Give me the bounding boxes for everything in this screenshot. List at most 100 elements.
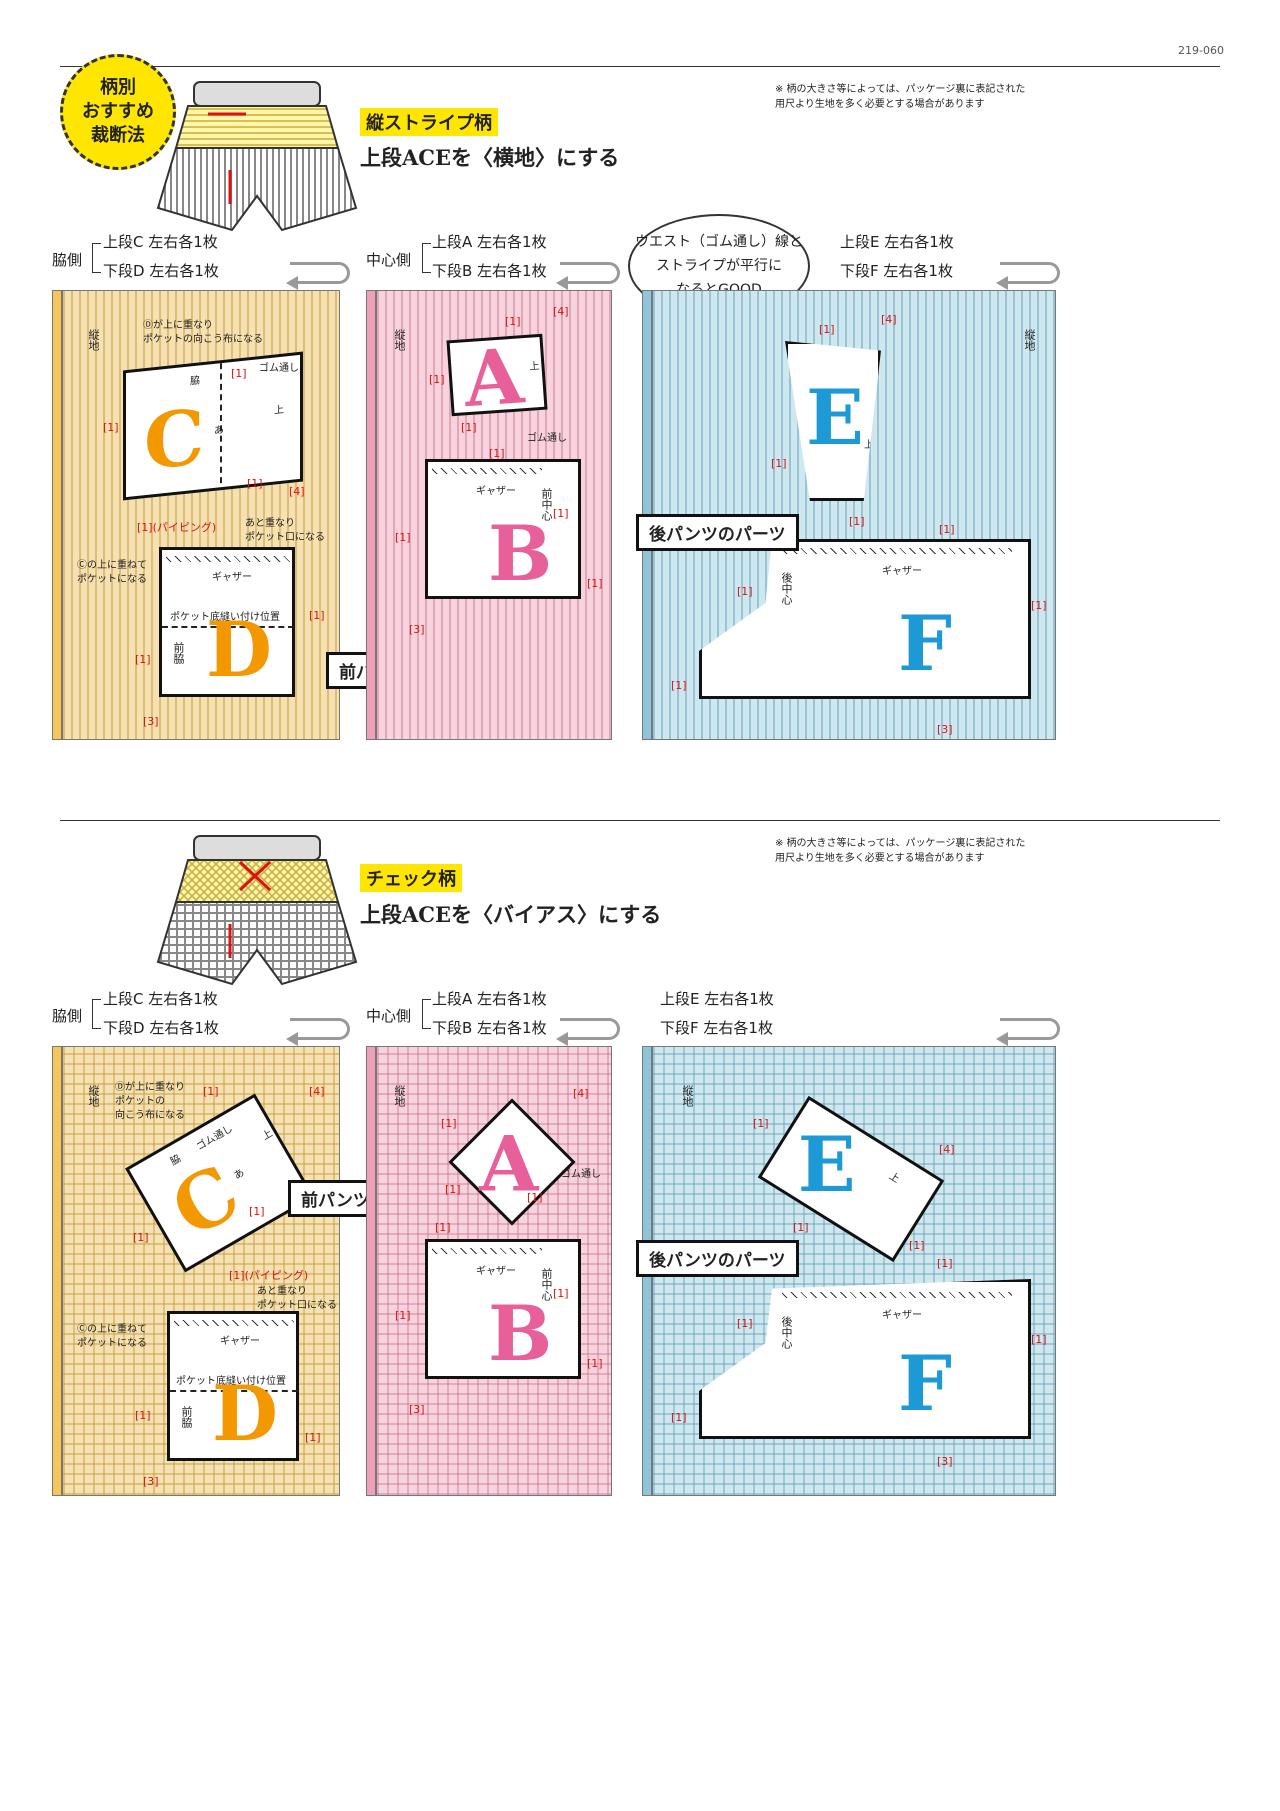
seam-allowance-1: [1] <box>1031 599 1047 612</box>
annotation-d-overlap: Ⓓが上に重なり ポケットの 向こう布になる <box>115 1082 185 1121</box>
top-label: 上 <box>260 1128 275 1143</box>
grain-label: 縦地 <box>393 1085 406 1107</box>
gather-mark <box>432 1248 542 1254</box>
section-divider <box>60 820 1220 821</box>
fabric-panel-blue-stripe: 縦地 [1] [4] E 上 [1] [1] [1] ギャザー 後中心 F [1… <box>652 290 1056 740</box>
headline-stripe: 上段ACEを〈横地〉にする <box>360 145 620 170</box>
headline-check: 上段ACEを〈バイアス〉にする <box>360 902 662 927</box>
dashed-line <box>220 363 222 484</box>
piping-allowance: [1](パイピング) <box>137 521 217 534</box>
seam-allowance-3: [3] <box>409 1403 425 1416</box>
seam-allowance-3: [3] <box>409 623 425 636</box>
seam-allowance-1: [1] <box>429 373 445 386</box>
piece-letter-f: F <box>898 1339 952 1428</box>
gather-label: ギャザー <box>220 1336 260 1347</box>
pattern-tag-check: チェック柄 <box>360 864 462 892</box>
top-label: 上 <box>886 1170 902 1186</box>
piece-counts-e-f: 上段E 左右各1枚 下段F 左右各1枚 <box>660 990 774 1037</box>
fold-return-icon <box>996 262 1060 290</box>
seam-allowance-4: [4] <box>309 1085 325 1098</box>
seam-allowance-1: [1] <box>395 1309 411 1322</box>
side-label: 脇側 <box>52 251 83 269</box>
pattern-tag-stripe: 縦ストライプ柄 <box>360 108 498 136</box>
seam-allowance-1: [1] <box>103 421 119 434</box>
top-label: 上 <box>864 440 874 451</box>
seam-allowance-4: [4] <box>553 305 569 318</box>
grain-label: 縦地 <box>393 329 406 351</box>
top-label: 上 <box>529 361 540 373</box>
gom-label: ゴム通し <box>194 1123 235 1153</box>
seam-allowance-1: [1] <box>849 515 865 528</box>
seam-allowance-1: [1] <box>505 315 521 328</box>
back-center-label: 後中心 <box>780 1316 793 1349</box>
seam-allowance-1: [1] <box>203 1085 219 1098</box>
piece-letter-d: D <box>206 605 272 694</box>
fabric-note: ※ 柄の大きさ等によっては、パッケージ裏に表記された 用尺より生地を多く必要とす… <box>775 838 1026 864</box>
pattern-piece-d: ギャザー ポケット底縫い付け位置 D 前脇 <box>159 547 295 697</box>
piece-letter-a: A <box>461 331 527 425</box>
seam-allowance-3: [3] <box>937 723 953 736</box>
seam-allowance-1: [1] <box>671 1411 687 1424</box>
seam-allowance-3: [3] <box>143 715 159 728</box>
seam-allowance-1: [1] <box>135 653 151 666</box>
gather-label: ギャザー <box>476 486 516 497</box>
front-center-label: 前中心 <box>540 1268 553 1301</box>
gather-mark <box>432 468 542 474</box>
mark-a: あ <box>214 424 224 437</box>
shorts-stripe-illustration <box>156 81 358 232</box>
side-label: 中心側 <box>366 251 412 269</box>
fabric-note: ※ 柄の大きさ等によっては、パッケージ裏に表記された 用尺より生地を多く必要とす… <box>775 84 1026 110</box>
annotation-pocket-mouth: あと重なり ポケット口になる <box>245 518 325 543</box>
seam-allowance-1: [1] <box>737 585 753 598</box>
brace <box>422 999 431 1029</box>
seam-allowance-1: [1] <box>819 323 835 336</box>
gather-label: ギャザー <box>882 1310 922 1321</box>
seam-allowance-1: [1] <box>909 1239 925 1252</box>
brace <box>92 999 101 1029</box>
gather-label: ギャザー <box>476 1266 516 1277</box>
seam-allowance-1: [1] <box>231 367 247 380</box>
gather-label: ギャザー <box>212 572 252 583</box>
brace <box>422 243 431 273</box>
piece-counts-a-b: 上段A 左右各1枚 下段B 左右各1枚 <box>432 990 547 1037</box>
brace <box>92 243 101 273</box>
seam-allowance-1: [1] <box>671 679 687 692</box>
back-parts-label: 後パンツのパーツ <box>636 514 799 551</box>
recommended-cutting-badge: 柄別 おすすめ 裁断法 <box>60 54 176 170</box>
piece-letter-d: D <box>212 1369 278 1458</box>
piece-letter-e: E <box>797 1119 856 1209</box>
fabric-fold-edge <box>52 290 62 740</box>
seam-allowance-1: [1] <box>395 531 411 544</box>
seam-allowance-4: [4] <box>289 485 305 498</box>
seam-allowance-1: [1] <box>937 1257 953 1270</box>
piece-counts-c-d: 上段C 左右各1枚 下段D 左右各1枚 <box>103 233 219 280</box>
seam-allowance-1: [1] <box>247 477 263 490</box>
fabric-fold-edge <box>366 1046 376 1496</box>
seam-allowance-1: [1] <box>445 1183 461 1196</box>
fabric-panel-pink-check: 縦地 [4] [1] A ゴム通し [1] [1] [1] ギャザー 前中心 B… <box>376 1046 612 1496</box>
fold-return-icon <box>996 1018 1060 1046</box>
shorts-check-illustration <box>156 835 358 986</box>
fold-return-icon <box>556 1018 620 1046</box>
seam-allowance-1: [1] <box>553 507 569 520</box>
gather-mark <box>782 1292 1012 1298</box>
gather-mark <box>174 1320 294 1326</box>
gom-label: ゴム通し <box>561 1169 601 1180</box>
seam-allowance-1: [1] <box>441 1117 457 1130</box>
fabric-panel-blue-check: 縦地 [1] E 上 [4] [1] [1] [1] ギャザー 後中心 F [1… <box>652 1046 1056 1496</box>
gather-mark <box>166 556 290 562</box>
fabric-panel-yellow-check: 縦地 Ⓓが上に重なり ポケットの 向こう布になる [1] [4] C ゴム通し … <box>62 1046 340 1496</box>
piece-counts-a-b: 上段A 左右各1枚 下段B 左右各1枚 <box>432 233 547 280</box>
seam-allowance-3: [3] <box>143 1475 159 1488</box>
annotation-d-overlap: Ⓓが上に重なり ポケットの向こう布になる <box>143 320 263 345</box>
seam-allowance-1: [1] <box>771 457 787 470</box>
side-label: 中心側 <box>366 1007 412 1025</box>
fabric-fold-edge <box>366 290 376 740</box>
piece-letter-e: E <box>806 373 864 462</box>
side-seam-label: 脇 <box>190 375 200 388</box>
grain-label: 縦地 <box>681 1085 694 1107</box>
pattern-piece-e: E 上 <box>785 341 881 501</box>
seam-allowance-4: [4] <box>573 1087 589 1100</box>
seam-allowance-1: [1] <box>249 1205 265 1218</box>
seam-allowance-3: [3] <box>937 1455 953 1468</box>
